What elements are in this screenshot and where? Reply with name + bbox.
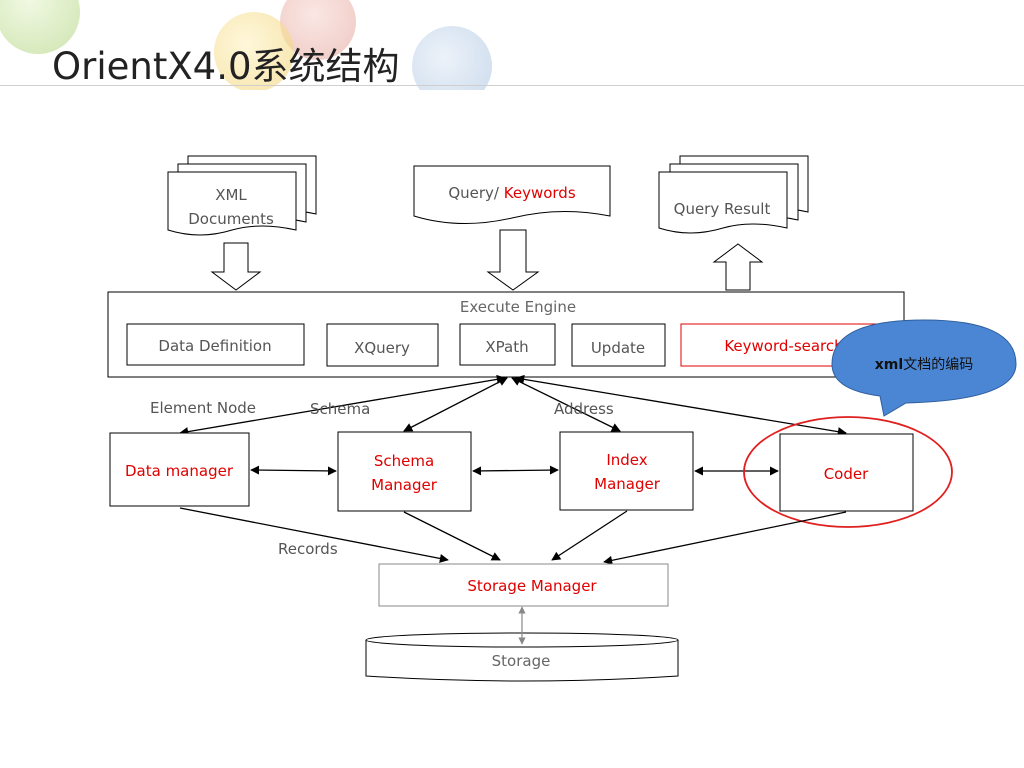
xml-documents-label-line1: XML	[215, 186, 247, 204]
index-manager-box	[559, 431, 694, 511]
execute-engine-label: Execute Engine	[460, 298, 576, 316]
module-xpath-box	[459, 323, 556, 366]
storage-manager-label: Storage Manager	[467, 577, 597, 595]
query-label-prefix: Query/	[448, 184, 503, 202]
schema-manager-box	[337, 431, 472, 512]
block-arrow-down-xml	[210, 242, 262, 291]
xml-documents-label-line2: Documents	[188, 210, 274, 228]
schema-manager-label-line1: Schema	[374, 452, 434, 470]
module-xquery-box	[326, 323, 439, 367]
arrow-coder-storage	[603, 511, 847, 565]
coder-box	[779, 433, 914, 512]
module-xquery-label: XQuery	[354, 339, 410, 357]
arrow-index-manager-storage	[551, 510, 628, 561]
block-arrow-up-result	[712, 243, 764, 291]
edge-label-schema: Schema	[310, 400, 370, 418]
query-result-stack: Query Result	[658, 155, 809, 234]
data-manager-box	[109, 432, 250, 507]
arrow-engine-coder	[515, 374, 847, 437]
decor-circle-blue	[412, 26, 492, 90]
arrow-schema-index	[472, 465, 559, 476]
arrow-data-schema	[250, 465, 337, 476]
storage-manager-box	[378, 563, 669, 607]
query-result-label: Query Result	[674, 200, 771, 218]
module-data-definition-label: Data Definition	[158, 337, 271, 355]
module-update-box	[571, 323, 666, 367]
callout-text-rest: 文档的编码	[903, 357, 973, 373]
query-keywords-label: Query/ Keywords	[448, 184, 575, 202]
decor-circle-green	[0, 0, 80, 54]
module-update-label: Update	[591, 339, 645, 357]
edge-label-address: Address	[554, 400, 614, 418]
coder-highlight-ellipse	[743, 416, 953, 528]
edge-label-records: Records	[278, 540, 338, 558]
storage-label: Storage	[492, 652, 551, 670]
edge-label-element-node: Element Node	[150, 399, 256, 417]
query-label-keywords: Keywords	[504, 184, 576, 202]
title-divider	[0, 85, 1024, 86]
arrow-schema-manager-storage	[403, 511, 501, 561]
slide-title: OrientX4.0系统结构	[52, 45, 400, 88]
arrow-engine-schema-manager	[403, 377, 508, 432]
module-data-definition-box	[126, 323, 305, 366]
data-manager-label: Data manager	[125, 462, 234, 480]
decor-circles	[0, 0, 492, 90]
arrow-data-manager-storage	[179, 507, 449, 563]
block-arrow-down-query	[486, 229, 540, 291]
query-keywords-document: Query/ Keywords	[413, 165, 611, 225]
callout-text: xml文档的编码	[875, 357, 973, 373]
module-xpath-label: XPath	[485, 338, 528, 356]
index-manager-label-line1: Index	[606, 451, 647, 469]
decor-circle-yellow	[214, 12, 294, 90]
index-manager-label-line2: Manager	[594, 475, 661, 493]
xml-documents-stack: XML Documents	[167, 155, 317, 236]
callout-bubble	[831, 319, 1017, 417]
schema-manager-label-line2: Manager	[371, 476, 438, 494]
module-keyword-search-label: Keyword-search	[724, 337, 843, 355]
callout-text-bold: xml	[875, 357, 903, 373]
coder-label: Coder	[824, 465, 869, 483]
decor-circle-red	[280, 0, 356, 60]
